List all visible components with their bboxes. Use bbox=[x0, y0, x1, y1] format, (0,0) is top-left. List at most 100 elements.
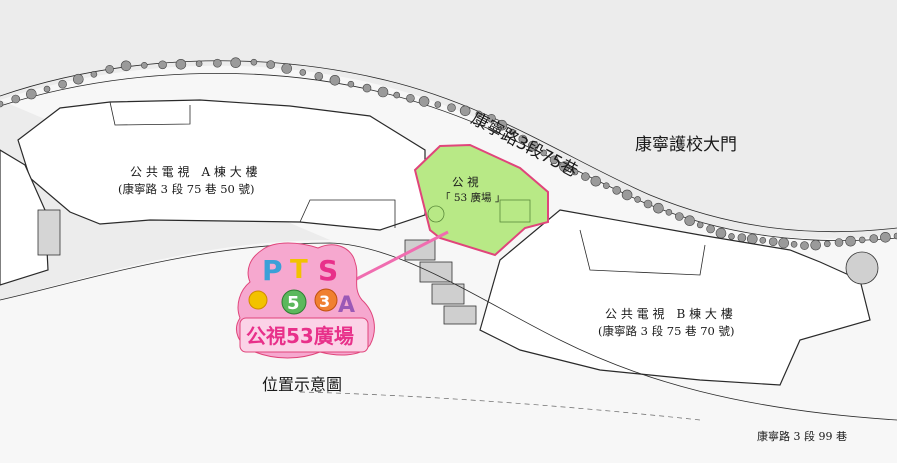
plaza-feature bbox=[427, 205, 445, 223]
tree bbox=[653, 202, 664, 214]
building-b-outline bbox=[479, 209, 871, 386]
tree bbox=[834, 238, 844, 247]
plaza-sub: 「 53 廣場 」 bbox=[440, 191, 505, 204]
terraces bbox=[404, 239, 477, 325]
tree bbox=[158, 60, 167, 70]
school-gate-label: 康寧護校大門 bbox=[635, 135, 737, 155]
tree bbox=[377, 86, 389, 98]
logo-p: P bbox=[262, 254, 283, 287]
tree bbox=[728, 233, 735, 240]
building-a-name: 公 共 電 視 A 棟 大 樓 bbox=[130, 164, 258, 179]
logo-5-text: 5 bbox=[287, 293, 300, 314]
tree bbox=[43, 85, 51, 93]
fountain bbox=[845, 251, 879, 285]
lower-road-edge bbox=[0, 242, 897, 421]
tree bbox=[11, 94, 20, 104]
tree bbox=[175, 59, 187, 70]
tree bbox=[347, 80, 355, 88]
logo-dot-1 bbox=[248, 290, 268, 310]
plaza-name: 公 視 bbox=[452, 175, 479, 189]
tree bbox=[684, 215, 696, 226]
tree bbox=[869, 234, 879, 243]
tree bbox=[746, 233, 758, 245]
tree bbox=[281, 63, 293, 74]
tree bbox=[527, 140, 539, 152]
tree bbox=[759, 237, 767, 244]
tree bbox=[459, 105, 471, 117]
plaza-53 bbox=[413, 143, 549, 257]
tree bbox=[195, 60, 203, 68]
tree bbox=[778, 237, 790, 249]
logo-chars: 公視53廣場 bbox=[246, 324, 354, 348]
tree bbox=[858, 236, 866, 244]
logo-t: T bbox=[290, 255, 308, 285]
logo-chars-box bbox=[239, 317, 369, 353]
tree bbox=[880, 232, 891, 243]
tree bbox=[581, 172, 590, 181]
building-a-wing bbox=[299, 199, 396, 228]
tree bbox=[674, 212, 684, 221]
tree bbox=[590, 175, 602, 187]
tree bbox=[737, 233, 747, 242]
tree bbox=[141, 62, 148, 69]
tree bbox=[559, 161, 570, 172]
road-edge-upper-inner bbox=[0, 73, 897, 241]
tree bbox=[25, 88, 37, 100]
tree bbox=[266, 60, 276, 69]
tree bbox=[230, 57, 241, 69]
tree bbox=[643, 199, 653, 209]
building-b-name: 公 共 電 視 B 棟 大 樓 bbox=[605, 306, 733, 321]
tree bbox=[810, 239, 822, 251]
tree bbox=[612, 186, 622, 195]
tree bbox=[518, 134, 528, 144]
tree bbox=[845, 235, 856, 247]
tree bbox=[696, 221, 704, 229]
tree bbox=[602, 182, 610, 189]
tree bbox=[299, 69, 307, 76]
pts-53-logo: P T S 5 3 A 公視53廣場 bbox=[236, 242, 375, 359]
tree bbox=[549, 155, 559, 165]
tree bbox=[790, 241, 798, 248]
tree bbox=[120, 60, 132, 72]
plaza-structure bbox=[499, 199, 531, 223]
tree bbox=[90, 71, 98, 78]
tree bbox=[418, 96, 430, 107]
tree bbox=[508, 128, 516, 136]
tree bbox=[540, 149, 548, 157]
tree bbox=[73, 73, 84, 85]
tree bbox=[105, 65, 114, 74]
tree bbox=[634, 196, 641, 203]
tree bbox=[447, 103, 456, 112]
tree bbox=[393, 91, 401, 99]
tree bbox=[823, 240, 831, 248]
tree bbox=[213, 58, 222, 68]
location-caption: 位置示意圖 bbox=[262, 375, 342, 394]
tree bbox=[406, 94, 415, 103]
building-b-address: (康寧路 3 段 75 巷 70 號) bbox=[598, 324, 735, 338]
tree bbox=[893, 232, 897, 240]
tree bbox=[487, 114, 496, 123]
logo-a: A bbox=[338, 293, 355, 318]
logo-5 bbox=[281, 289, 307, 315]
tree bbox=[571, 168, 579, 176]
tree bbox=[768, 237, 778, 246]
tree bbox=[800, 241, 809, 250]
tree-row bbox=[0, 57, 897, 251]
building-a-address: (康寧路 3 段 75 巷 50 號) bbox=[118, 182, 255, 196]
tree bbox=[0, 100, 4, 108]
road-edge-upper bbox=[0, 60, 897, 233]
tree bbox=[475, 110, 483, 118]
tree bbox=[434, 101, 442, 108]
tree bbox=[250, 58, 258, 66]
building-a-courtyard bbox=[109, 101, 191, 126]
tree bbox=[621, 189, 633, 201]
logo-3-text: 3 bbox=[319, 292, 330, 311]
tree bbox=[706, 224, 715, 234]
building-a-outline bbox=[17, 99, 426, 231]
lane-99-label: 康寧路 3 段 99 巷 bbox=[757, 429, 847, 443]
tree bbox=[715, 227, 727, 239]
tree bbox=[665, 209, 673, 216]
tree bbox=[329, 75, 341, 86]
tree bbox=[362, 83, 372, 93]
